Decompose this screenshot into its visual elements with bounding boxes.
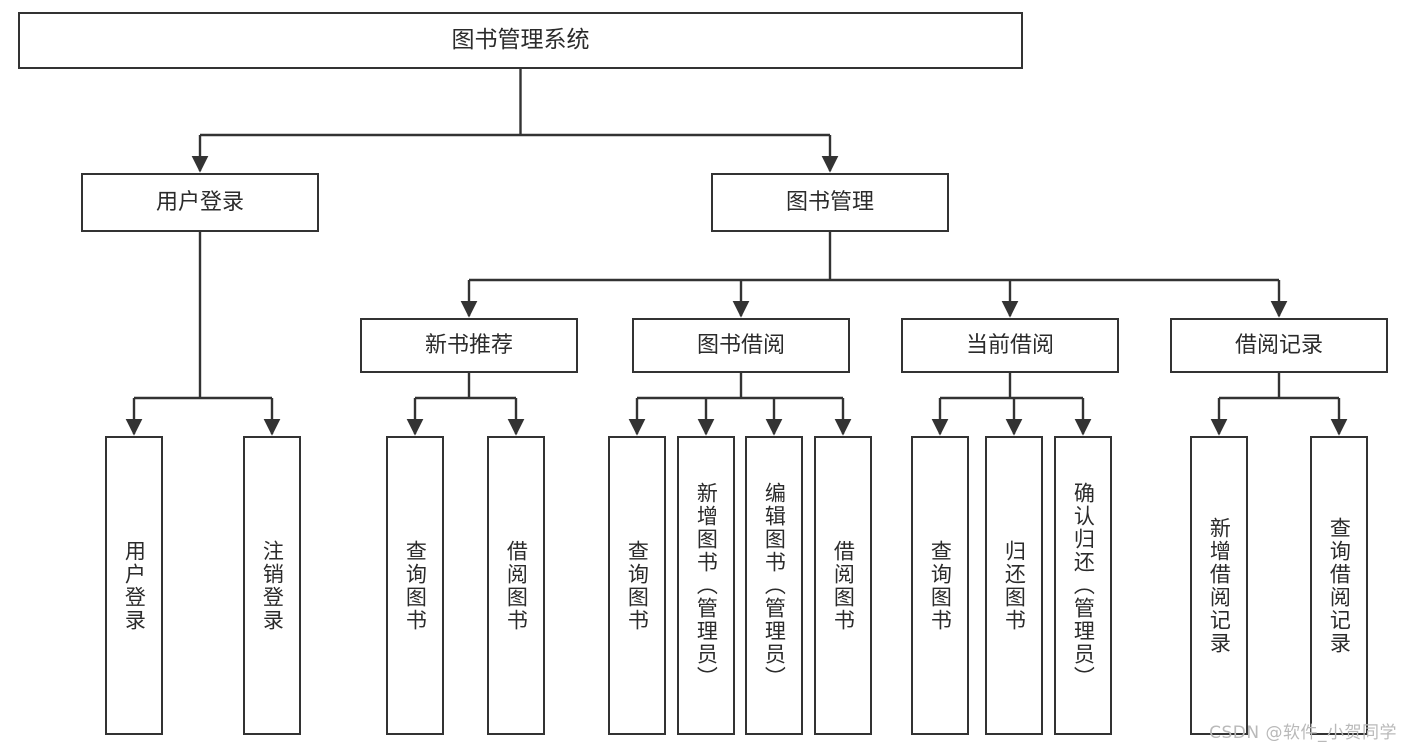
leaf-borrow-book[interactable]: 借阅图书 <box>814 436 872 735</box>
leaf-user-login[interactable]: 用户登录 <box>105 436 163 735</box>
node-label: 查询图书 <box>403 539 428 632</box>
node-label: 注销登录 <box>260 539 285 632</box>
node-label: 借阅记录 <box>1234 332 1323 358</box>
node-book-management[interactable]: 图书管理 <box>711 173 949 232</box>
node-label: 编辑图书（管理员） <box>762 482 787 689</box>
node-label: 图书管理系统 <box>451 26 590 53</box>
leaf-edit-book-admin[interactable]: 编辑图书（管理员） <box>745 436 803 735</box>
node-label: 用户登录 <box>155 189 244 215</box>
leaf-return-book[interactable]: 归还图书 <box>985 436 1043 735</box>
node-label: 借阅图书 <box>504 539 529 632</box>
node-root[interactable]: 图书管理系统 <box>18 12 1023 69</box>
node-label: 图书借阅 <box>696 332 785 358</box>
csdn-watermark: CSDN @软件_小贺同学 <box>1209 723 1397 743</box>
node-label: 新增图书（管理员） <box>694 482 719 689</box>
leaf-borrow-books-new[interactable]: 借阅图书 <box>487 436 545 735</box>
node-label: 图书管理 <box>785 189 874 215</box>
node-user-login[interactable]: 用户登录 <box>81 173 319 232</box>
node-label: 用户登录 <box>122 539 147 632</box>
node-label: 新增借阅记录 <box>1207 516 1232 655</box>
leaf-add-borrow-record[interactable]: 新增借阅记录 <box>1190 436 1248 735</box>
leaf-confirm-return-admin[interactable]: 确认归还（管理员） <box>1054 436 1112 735</box>
node-label: 查询借阅记录 <box>1327 516 1352 655</box>
node-borrow-records[interactable]: 借阅记录 <box>1170 318 1388 373</box>
leaf-query-books-borrow[interactable]: 查询图书 <box>608 436 666 735</box>
node-new-book-recommend[interactable]: 新书推荐 <box>360 318 578 373</box>
node-label: 查询图书 <box>928 539 953 632</box>
node-label: 查询图书 <box>625 539 650 632</box>
node-label: 归还图书 <box>1002 539 1027 632</box>
node-label: 新书推荐 <box>424 332 513 358</box>
leaf-query-books-new[interactable]: 查询图书 <box>386 436 444 735</box>
node-book-borrow[interactable]: 图书借阅 <box>632 318 850 373</box>
leaf-user-logout[interactable]: 注销登录 <box>243 436 301 735</box>
node-current-borrow[interactable]: 当前借阅 <box>901 318 1119 373</box>
node-label: 当前借阅 <box>965 332 1054 358</box>
leaf-add-book-admin[interactable]: 新增图书（管理员） <box>677 436 735 735</box>
node-label: 借阅图书 <box>831 539 856 632</box>
leaf-query-borrow-record[interactable]: 查询借阅记录 <box>1310 436 1368 735</box>
node-label: 确认归还（管理员） <box>1071 482 1096 689</box>
leaf-query-books-current[interactable]: 查询图书 <box>911 436 969 735</box>
